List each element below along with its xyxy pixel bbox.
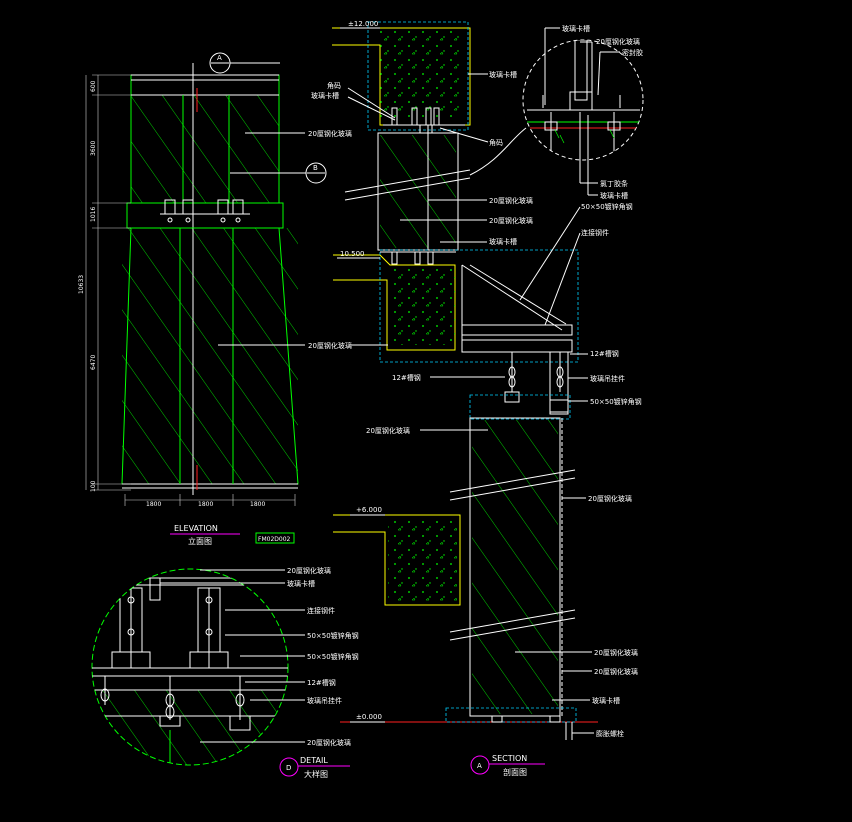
detail-label-1: 玻璃卡槽 bbox=[287, 579, 315, 588]
section-level-2: +6.000 bbox=[356, 506, 382, 514]
section-title-cn: 剖面图 bbox=[503, 767, 527, 777]
top-detail-label-4: 玻璃卡槽 bbox=[600, 191, 628, 200]
section-label-5: 20厘钢化玻璃 bbox=[489, 216, 533, 225]
section-label-10: 12#槽钢 bbox=[392, 373, 421, 382]
detail-title-en: DETAIL bbox=[300, 756, 328, 765]
section-label-15: 20厘钢化玻璃 bbox=[594, 648, 638, 657]
section-label-9: 12#槽钢 bbox=[590, 349, 619, 358]
elevation-marker-b: B bbox=[313, 164, 318, 172]
elevation-dim-v-2: 1016 bbox=[90, 207, 97, 222]
detail-label-6: 玻璃吊挂件 bbox=[307, 696, 342, 705]
elevation-dim-h-0: 1800 bbox=[146, 501, 161, 508]
elevation-label-glass-top: 20厘钢化玻璃 bbox=[308, 129, 352, 138]
elevation-title-cn: 立面图 bbox=[188, 536, 212, 546]
section-label-3: 角码 bbox=[489, 138, 503, 147]
elevation-upper-glass bbox=[131, 95, 279, 203]
section-view: ±12.000 10.500 bbox=[311, 20, 642, 777]
detail-label-4: 50×50镀锌角钢 bbox=[307, 652, 359, 661]
section-marker: A bbox=[477, 762, 482, 770]
top-detail-view: 玻璃卡槽 20厘钢化玻璃 密封胶 氯丁胶条 玻璃卡槽 bbox=[522, 24, 644, 200]
detail-label-2: 连接钢件 bbox=[307, 606, 335, 615]
section-label-1: 玻璃卡槽 bbox=[311, 91, 339, 100]
elevation-dim-v-3: 6470 bbox=[90, 355, 97, 370]
section-label-13: 20厘钢化玻璃 bbox=[366, 426, 410, 435]
section-label-7: 50×50镀锌角钢 bbox=[581, 202, 633, 211]
elevation-marker-a: A bbox=[217, 54, 222, 62]
top-detail-label-2: 密封胶 bbox=[622, 48, 643, 57]
elevation-title-en: ELEVATION bbox=[174, 524, 218, 533]
elevation-dim-h-2: 1800 bbox=[250, 501, 265, 508]
detail-label-3: 50×50镀锌角钢 bbox=[307, 631, 359, 640]
section-label-4: 20厘钢化玻璃 bbox=[489, 196, 533, 205]
section-label-8: 连接钢件 bbox=[581, 228, 609, 237]
detail-view: 20厘钢化玻璃 玻璃卡槽 连接钢件 50×50镀锌角钢 50×50镀锌角钢 12… bbox=[91, 566, 359, 779]
section-level-1: 10.500 bbox=[340, 250, 365, 258]
section-label-14: 20厘钢化玻璃 bbox=[588, 494, 632, 503]
top-detail-label-3: 氯丁胶条 bbox=[600, 179, 628, 188]
detail-label-7: 20厘钢化玻璃 bbox=[307, 738, 351, 747]
section-label-16: 20厘钢化玻璃 bbox=[594, 667, 638, 676]
elevation-view: A B 600 3600 1016 6470 100 10633 bbox=[78, 52, 352, 546]
section-level-0: ±12.000 bbox=[348, 20, 378, 28]
section-level-3: ±0.000 bbox=[356, 713, 382, 721]
detail-label-0: 20厘钢化玻璃 bbox=[287, 566, 331, 575]
section-label-2: 玻璃卡槽 bbox=[489, 70, 517, 79]
elevation-dim-total: 10633 bbox=[78, 275, 85, 294]
elevation-dim-v-1: 3600 bbox=[90, 141, 97, 156]
top-detail-label-1: 20厘钢化玻璃 bbox=[596, 37, 640, 46]
elevation-dim-v-4: 100 bbox=[90, 480, 97, 492]
top-detail-label-0: 玻璃卡槽 bbox=[562, 24, 590, 33]
section-label-17: 玻璃卡槽 bbox=[592, 696, 620, 705]
elevation-sheet-ref: FM02D002 bbox=[258, 536, 291, 543]
section-label-0: 角码 bbox=[327, 81, 341, 90]
section-title-en: SECTION bbox=[492, 754, 527, 763]
section-label-18: 膨胀螺栓 bbox=[596, 729, 624, 738]
detail-marker: D bbox=[286, 764, 291, 772]
elevation-label-glass-bottom: 20厘钢化玻璃 bbox=[308, 341, 352, 350]
elevation-dim-h-1: 1800 bbox=[198, 501, 213, 508]
elevation-dim-v-0: 600 bbox=[90, 80, 97, 92]
section-label-11: 玻璃吊挂件 bbox=[590, 374, 625, 383]
elevation-lower-glass bbox=[122, 228, 298, 484]
detail-title-cn: 大样图 bbox=[304, 769, 328, 779]
section-label-6: 玻璃卡槽 bbox=[489, 237, 517, 246]
detail-label-5: 12#槽钢 bbox=[307, 678, 336, 687]
section-label-12: 50×50镀锌角钢 bbox=[590, 397, 642, 406]
